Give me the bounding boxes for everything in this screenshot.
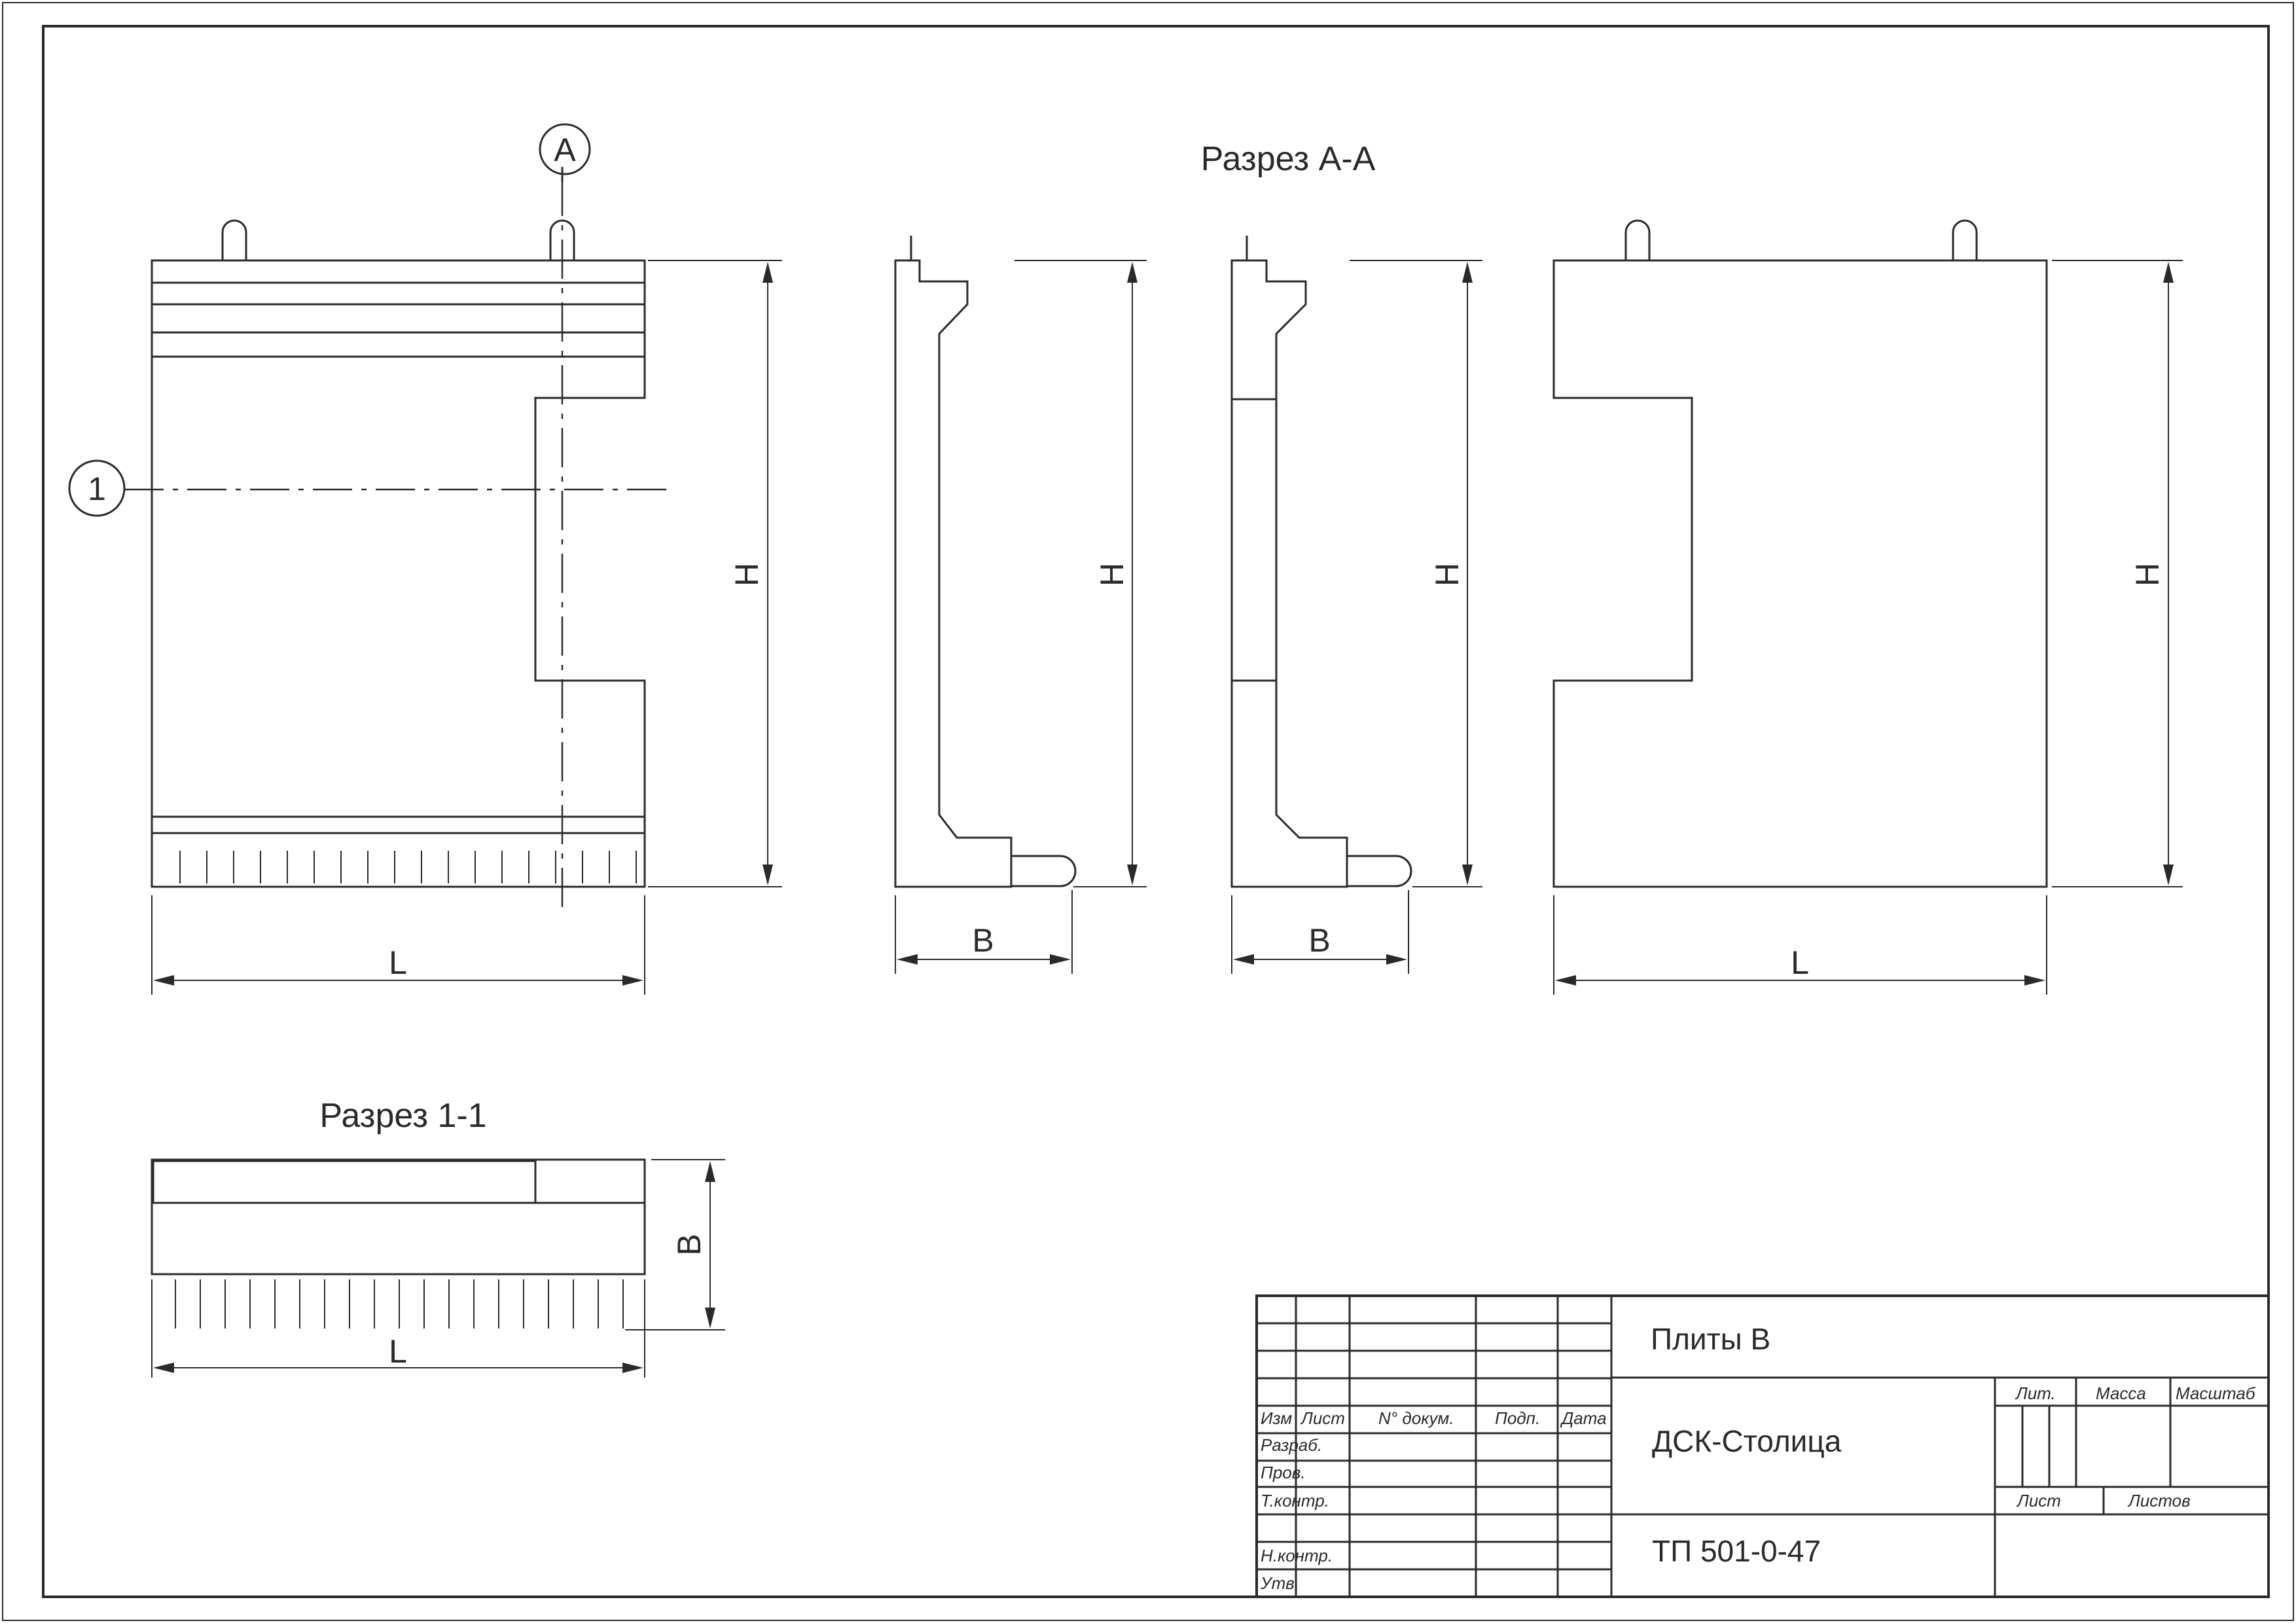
svg-text:B: B: [1308, 922, 1330, 959]
svg-text:А: А: [554, 132, 576, 168]
axis-marker-1: 1: [68, 459, 126, 517]
col-date: Дата: [1560, 1408, 1607, 1428]
col-list: Лист: [1300, 1408, 1345, 1428]
sheets-label: Листов: [2127, 1491, 2191, 1510]
title-block-grid: [1257, 1322, 1611, 1571]
dimension-length-view1: L: [151, 895, 645, 995]
section-marker-a: А: [539, 123, 591, 175]
mass-label: Масса: [2096, 1383, 2146, 1403]
section-11-view: B L: [151, 1158, 725, 1378]
section-aa-title: Разрез А-А: [1201, 140, 1376, 178]
sheet-label: Лист: [2016, 1491, 2061, 1510]
front-view-left: [124, 167, 671, 913]
svg-text:H: H: [1094, 563, 1130, 586]
rear-view: H L: [1552, 219, 2183, 995]
organization-name: ДСК-Столица: [1652, 1424, 1842, 1458]
col-doc: N° докум.: [1378, 1408, 1454, 1428]
section-11-title: Разрез 1-1: [319, 1097, 486, 1135]
svg-text:L: L: [389, 1333, 407, 1370]
rebar-ticks: [179, 851, 637, 883]
drawing-name: Плиты В: [1651, 1322, 1770, 1356]
col-sign: Подп.: [1495, 1408, 1540, 1428]
svg-text:H: H: [1429, 563, 1465, 586]
svg-text:1: 1: [88, 471, 106, 507]
svg-text:B: B: [671, 1234, 708, 1255]
col-izm: Изм: [1261, 1408, 1292, 1428]
rebar-ticks: [175, 1279, 624, 1329]
title-block: Плиты В ДСК-Столица ТП 501-0-47 Лит. Мас…: [1255, 1294, 2270, 1598]
section-aa-view: H B: [1230, 236, 1482, 974]
inner-frame: [42, 25, 2270, 1598]
scale-label: Масштаб: [2176, 1383, 2256, 1403]
row-tech-control: Т.контр.: [1261, 1491, 1329, 1510]
side-profile-view: H B: [894, 236, 1147, 974]
svg-text:H: H: [728, 563, 765, 586]
svg-text:B: B: [972, 922, 994, 959]
document-code: ТП 501-0-47: [1652, 1534, 1821, 1568]
row-approved: Утв.: [1260, 1573, 1299, 1593]
lit-label: Лит.: [2015, 1383, 2056, 1403]
row-developer: Разраб.: [1261, 1435, 1322, 1455]
svg-text:L: L: [389, 944, 407, 981]
svg-text:L: L: [1791, 944, 1809, 981]
svg-text:H: H: [2129, 563, 2166, 586]
row-checked: Пров.: [1261, 1463, 1306, 1482]
dimension-height-view1: H: [648, 260, 782, 887]
row-norm-control: Н.контр.: [1261, 1546, 1333, 1565]
